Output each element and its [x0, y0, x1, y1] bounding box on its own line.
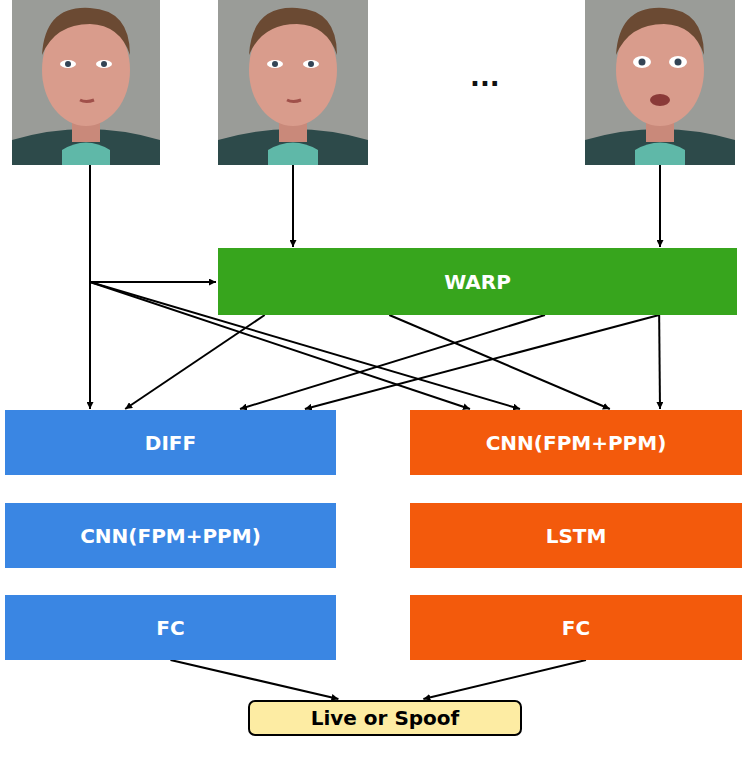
box-label: DIFF [145, 431, 196, 455]
box-label: LSTM [546, 524, 607, 548]
cnn-box: CNN(FPM+PPM) [410, 410, 742, 475]
fc-box: FC [5, 595, 336, 660]
flow-arrow [171, 660, 339, 699]
box-label: FC [156, 616, 184, 640]
output-box: Live or Spoof [248, 700, 522, 736]
box-label: Live or Spoof [311, 706, 460, 730]
flow-arrow [125, 315, 265, 409]
flow-arrow [423, 660, 586, 699]
box-label: WARP [444, 270, 511, 294]
lstm-box: LSTM [410, 503, 742, 568]
diff-box: DIFF [5, 410, 336, 475]
cnn-box: CNN(FPM+PPM) [5, 503, 336, 568]
flow-arrow [389, 315, 610, 409]
box-label: CNN(FPM+PPM) [486, 431, 667, 455]
face-image [12, 0, 160, 165]
flow-arrow [305, 315, 659, 409]
face-image [218, 0, 368, 165]
box-label: CNN(FPM+PPM) [80, 524, 261, 548]
fc-box: FC [410, 595, 742, 660]
box-label: FC [562, 616, 590, 640]
warp-box: WARP [218, 248, 737, 315]
ellipsis-label: ... [470, 62, 500, 92]
flow-arrow [659, 315, 661, 409]
face-image [585, 0, 735, 165]
